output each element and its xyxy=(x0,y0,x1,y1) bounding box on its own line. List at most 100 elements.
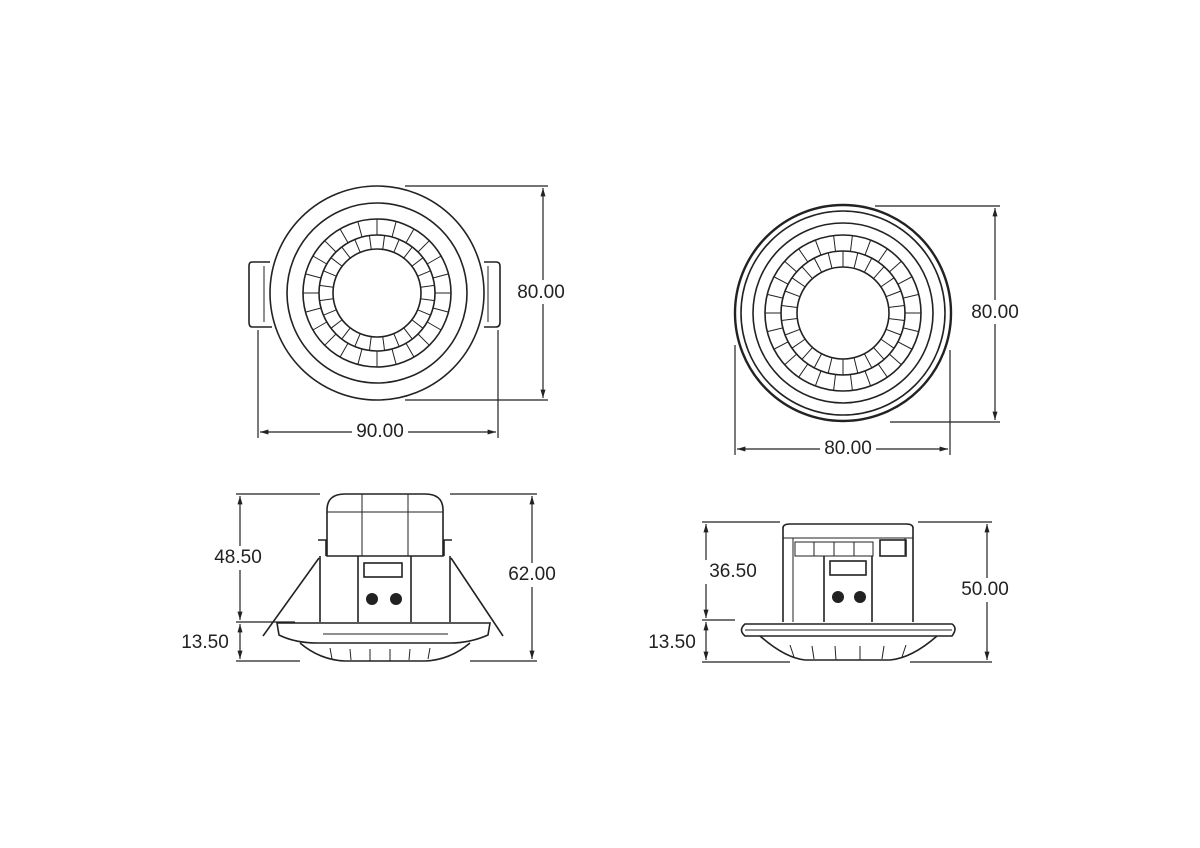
lens-segment-divider xyxy=(897,276,913,285)
lens-segment-divider xyxy=(784,353,797,366)
sensor-lens-ring xyxy=(302,218,452,368)
side-view-flat xyxy=(740,523,956,661)
lens-segment-divider xyxy=(411,257,424,267)
flange-height-label: 13.50 xyxy=(181,632,229,653)
lens-segment-divider xyxy=(767,293,783,299)
lens-segment-divider xyxy=(885,328,902,336)
lens-segment-divider xyxy=(354,239,361,253)
lens-segment-divider xyxy=(417,270,431,277)
lens-segment-divider xyxy=(393,239,400,253)
lens-dome xyxy=(759,635,938,661)
lens-segment-divider xyxy=(784,328,801,336)
lens-segment-divider xyxy=(432,307,449,313)
terminal-screw xyxy=(390,593,402,605)
lens-segment-divider xyxy=(833,235,837,252)
lens-segment-divider xyxy=(827,357,833,374)
lens-segment-divider xyxy=(405,228,415,244)
lens-segment-divider xyxy=(391,221,397,238)
lens-segment-divider xyxy=(791,277,806,288)
lens-segment-divider xyxy=(849,374,853,391)
lens-segment-divider xyxy=(813,257,823,273)
lens-segment-divider xyxy=(849,235,853,252)
flange-height-label: 13.50 xyxy=(648,632,696,653)
lens-segment-divider xyxy=(330,257,343,267)
lens-segment-divider xyxy=(773,276,789,285)
top-right-dimensions: 80.00 80.00 xyxy=(734,205,1023,461)
lens-segment-divider xyxy=(339,228,349,244)
lens-segment-divider xyxy=(903,293,919,299)
lens-segment-divider xyxy=(798,363,809,378)
lens-segment-divider xyxy=(403,327,413,340)
side-left-dimensions: 48.50 13.50 62.00 xyxy=(181,493,560,662)
lens-segment-divider xyxy=(339,342,349,358)
lens-segment-divider xyxy=(833,374,837,391)
terminal-screw xyxy=(366,593,378,605)
side-view-with-springs xyxy=(262,493,504,662)
width-dimension-label: 90.00 xyxy=(356,421,404,442)
body-height-label: 36.50 xyxy=(709,561,757,582)
lens-segment-divider xyxy=(324,240,337,253)
lens-segment-divider xyxy=(341,246,351,259)
lens-segment-divider xyxy=(877,363,888,378)
lens-segment-divider xyxy=(357,221,363,238)
lens-segment-divider xyxy=(323,309,337,316)
lens-segment-divider xyxy=(853,357,859,374)
lens-segment-divider xyxy=(888,305,905,308)
lens-segment-divider xyxy=(791,338,806,349)
lens-segment-divider xyxy=(411,319,424,329)
sensor-body xyxy=(782,523,914,622)
lens-segment-divider xyxy=(426,255,442,265)
lens-segment-divider xyxy=(417,309,431,316)
lens-segment-divider xyxy=(873,266,885,279)
lens-segment-divider xyxy=(420,284,435,288)
lens-segment-divider xyxy=(330,319,343,329)
height-dimension-label: 80.00 xyxy=(971,302,1019,323)
lens-segment-divider xyxy=(432,273,449,279)
lens-segment-divider xyxy=(417,240,430,253)
right-mounting-tab xyxy=(484,261,501,328)
lens-segment-divider xyxy=(814,239,822,256)
left-mounting-tab xyxy=(248,261,272,328)
top-left-dimensions: 80.00 90.00 xyxy=(257,185,571,444)
lens-segment-divider xyxy=(391,348,397,365)
lens-segment-divider xyxy=(405,342,415,358)
width-dimension-label: 80.00 xyxy=(824,438,872,459)
lens-segment-divider xyxy=(354,333,361,347)
lens-segment-divider xyxy=(781,305,798,308)
sensor-lens-ring xyxy=(764,234,922,392)
lens-segment-divider xyxy=(305,273,322,279)
lens-segment-divider xyxy=(885,290,902,298)
flange xyxy=(740,623,956,637)
lens-dome xyxy=(299,642,471,662)
height-dimension-label: 80.00 xyxy=(517,282,565,303)
right-spring-clip xyxy=(450,557,504,637)
lens-segment-divider xyxy=(880,277,895,288)
lens-segment-divider xyxy=(357,348,363,365)
top-view-with-tabs xyxy=(248,185,501,401)
terminal-screw xyxy=(854,591,866,603)
lens-segment-divider xyxy=(864,239,872,256)
lens-segment-divider xyxy=(393,333,400,347)
lens-segment-divider xyxy=(853,252,859,269)
lens-segment-divider xyxy=(801,266,813,279)
sensor-body-cap xyxy=(326,493,444,557)
total-height-label: 62.00 xyxy=(508,564,556,585)
lens-segment-divider xyxy=(319,298,334,302)
side-right-dimensions: 36.50 13.50 50.00 xyxy=(648,521,1015,663)
lens-segment-divider xyxy=(877,248,888,263)
lens-segment-divider xyxy=(382,235,386,250)
lens-segment-divider xyxy=(417,333,430,346)
lens-segment-divider xyxy=(889,353,902,366)
lens-segment-divider xyxy=(312,255,328,265)
total-height-label: 50.00 xyxy=(961,579,1009,600)
lens-segment-divider xyxy=(784,290,801,298)
lens-segment-divider xyxy=(312,321,328,331)
lens-segment-divider xyxy=(784,260,797,273)
lens-segment-divider xyxy=(305,307,322,313)
top-view-round xyxy=(733,203,953,423)
lens-segment-divider xyxy=(324,333,337,346)
lens-segment-divider xyxy=(864,370,872,387)
lens-segment-divider xyxy=(863,353,873,369)
body-height-label: 48.50 xyxy=(214,547,262,568)
